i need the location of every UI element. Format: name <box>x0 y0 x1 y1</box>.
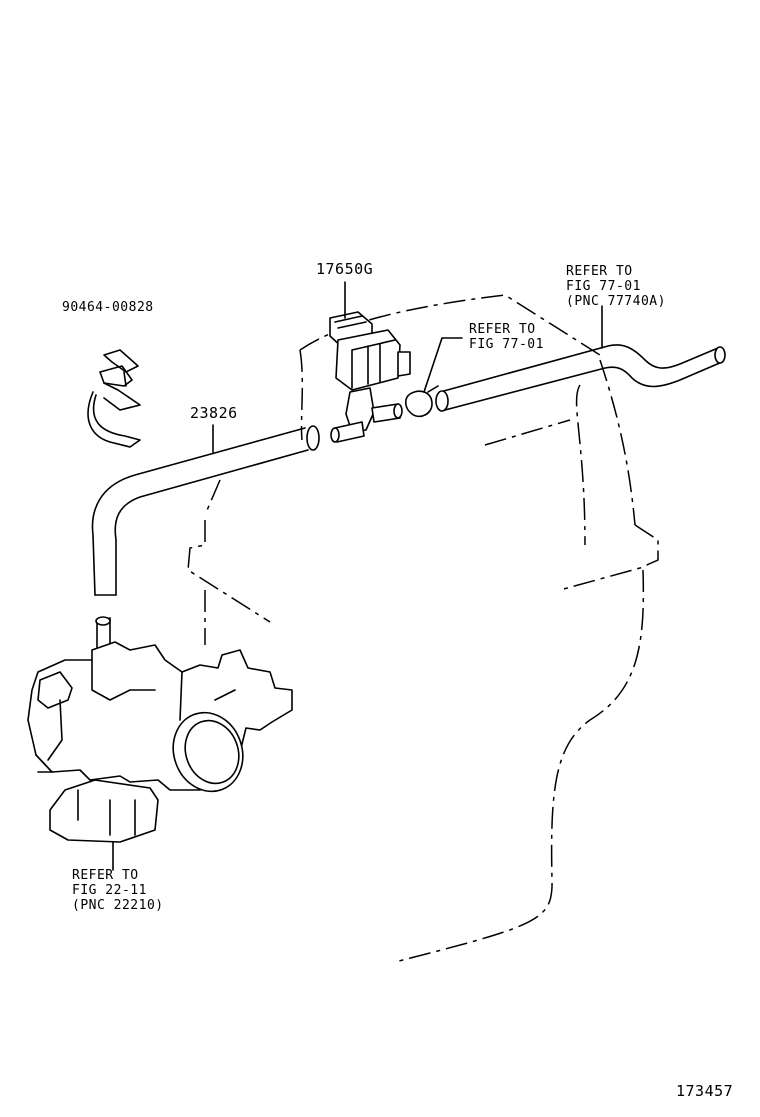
vsv-valve-17650g <box>329 311 411 443</box>
refer-note-mid-line1: REFER TO <box>469 322 536 337</box>
hose-right <box>435 344 726 412</box>
refer-note-top-right-line3: (PNC 77740A) <box>566 294 666 309</box>
refer-note-bottom-line3: (PNC 22210) <box>72 898 164 913</box>
refer-note-top-right-line2: FIG 77-01 <box>566 279 641 294</box>
refer-note-top-right-line1: REFER TO <box>566 264 633 279</box>
clip-90464-00828 <box>87 349 141 448</box>
hose-clamp <box>404 385 439 418</box>
refer-note-bottom-line1: REFER TO <box>72 868 139 883</box>
throttle-body <box>27 616 293 843</box>
hose-23826 <box>91 425 320 596</box>
leader-lines <box>112 281 603 871</box>
engine-phantom-outline <box>187 294 659 963</box>
refer-note-mid-line2: FIG 77-01 <box>469 337 544 352</box>
clip-part-number: 90464-00828 <box>62 300 154 315</box>
figure-id: 173457 <box>676 1082 734 1100</box>
refer-note-bottom-line2: FIG 22-11 <box>72 883 147 898</box>
hose-part-number: 23826 <box>190 404 238 422</box>
valve-part-number: 17650G <box>316 260 374 278</box>
